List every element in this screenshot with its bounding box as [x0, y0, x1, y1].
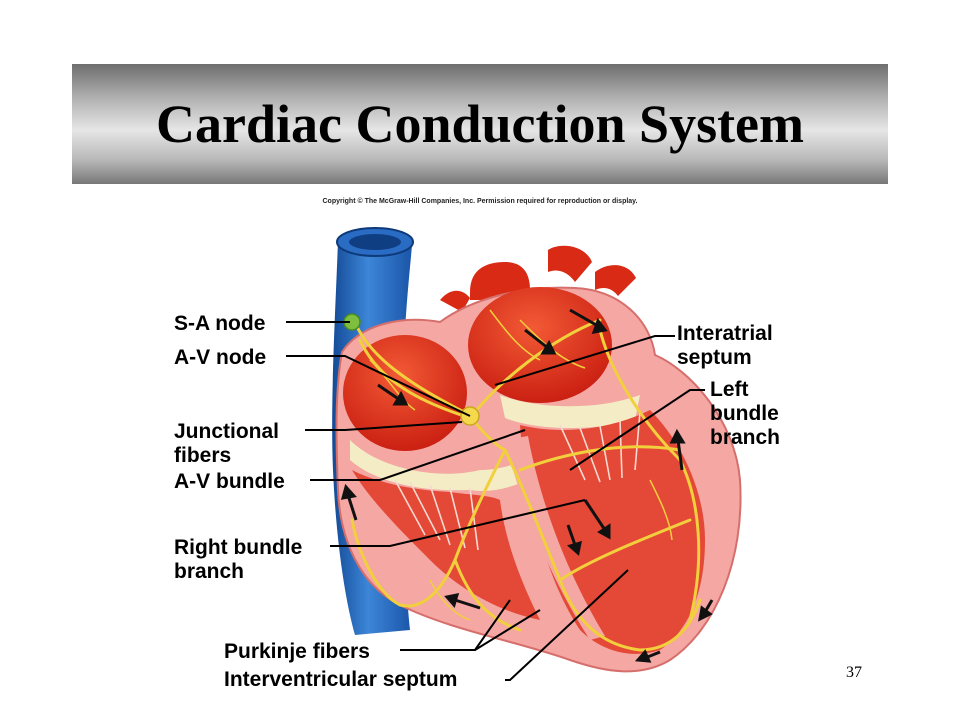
label-purkinje-fibers: Purkinje fibers: [224, 640, 370, 663]
left-atrium: [468, 287, 612, 403]
right-ventricle: [352, 470, 540, 620]
label-right-bundle-line1: Right bundle: [174, 536, 302, 559]
label-interatrial-septum-line2: septum: [677, 346, 752, 369]
leader-lines: [286, 321, 705, 681]
slide-title: Cardiac Conduction System: [155, 94, 805, 154]
label-sa-node: S-A node: [174, 312, 265, 335]
label-av-bundle: A-V bundle: [174, 470, 285, 493]
label-right-bundle-line2: branch: [174, 560, 244, 583]
label-junctional-fibers-line1: Junctional: [174, 420, 279, 443]
label-left-bundle-line2: bundle: [710, 402, 779, 425]
septum-ridge: [505, 436, 605, 640]
great-vessels: [440, 245, 636, 312]
slide-number: 37: [846, 664, 862, 681]
label-av-node: A-V node: [174, 346, 266, 369]
label-interventricular-septum: Interventricular septum: [224, 668, 457, 691]
copyright-notice: Copyright © The McGraw-Hill Companies, I…: [322, 198, 638, 205]
chordae-tendineae: [394, 411, 641, 551]
title-banner: Cardiac Conduction System: [72, 64, 888, 184]
label-interatrial-septum-line1: Interatrial: [677, 322, 773, 345]
impulse-arrows: [340, 308, 714, 663]
label-left-bundle-line3: branch: [710, 426, 780, 449]
right-atrium: [343, 335, 467, 451]
label-junctional-fibers-line2: fibers: [174, 444, 231, 467]
label-left-bundle-line1: Left: [710, 378, 749, 401]
